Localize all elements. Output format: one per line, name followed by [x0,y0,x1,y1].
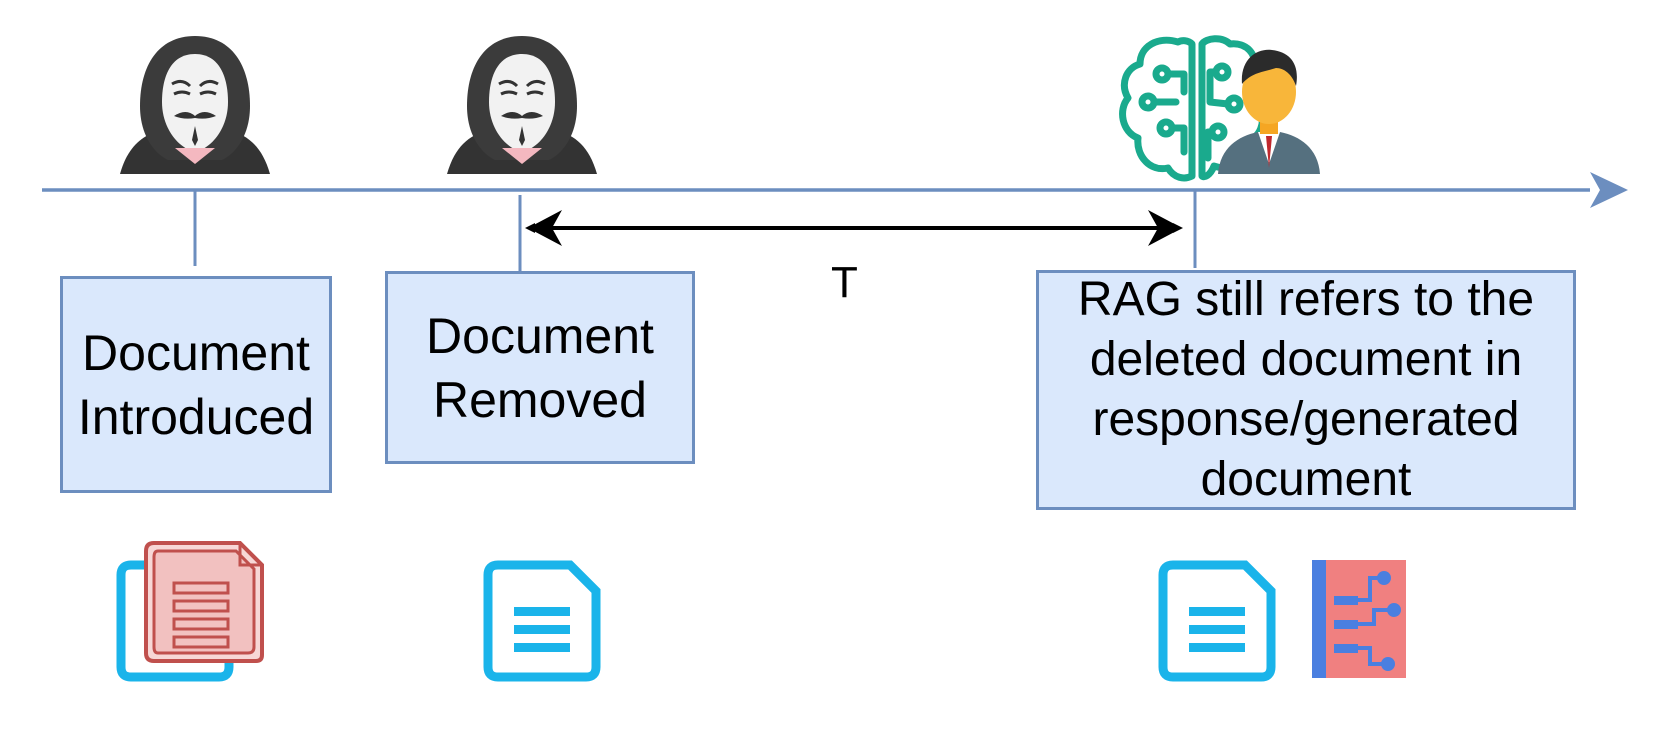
document-icon [1158,560,1276,682]
interval-label: T [831,258,858,307]
event-label-line: deleted document in [1089,333,1523,386]
generated-document-icon [1312,560,1406,678]
interval-arrow-left-head [528,210,562,246]
event-label-line: Document [82,324,310,381]
timeline-axis [42,172,1628,208]
event-label-line: Introduced [77,388,315,445]
poisoned-document-icon [144,541,264,663]
event-box-rag-refers: RAG still refers to the deleted document… [1036,270,1576,510]
event-label-line: response/generated [1092,393,1520,446]
anonymous-hacker-icon [447,36,597,174]
event-box-removed: Document Removed [385,271,695,464]
event-label-line: RAG still refers to the [1077,273,1535,326]
event-label-line: Document [426,307,654,364]
business-user-icon [1218,49,1320,174]
anonymous-hacker-icon [120,36,270,174]
event-label-line: document [1200,453,1412,506]
interval-arrow-right-head [1148,210,1182,246]
document-icon [483,560,601,682]
event-label-line: Removed [432,371,647,428]
ai-brain-icon [1119,35,1269,182]
event-box-introduced: Document Introduced [60,276,332,493]
